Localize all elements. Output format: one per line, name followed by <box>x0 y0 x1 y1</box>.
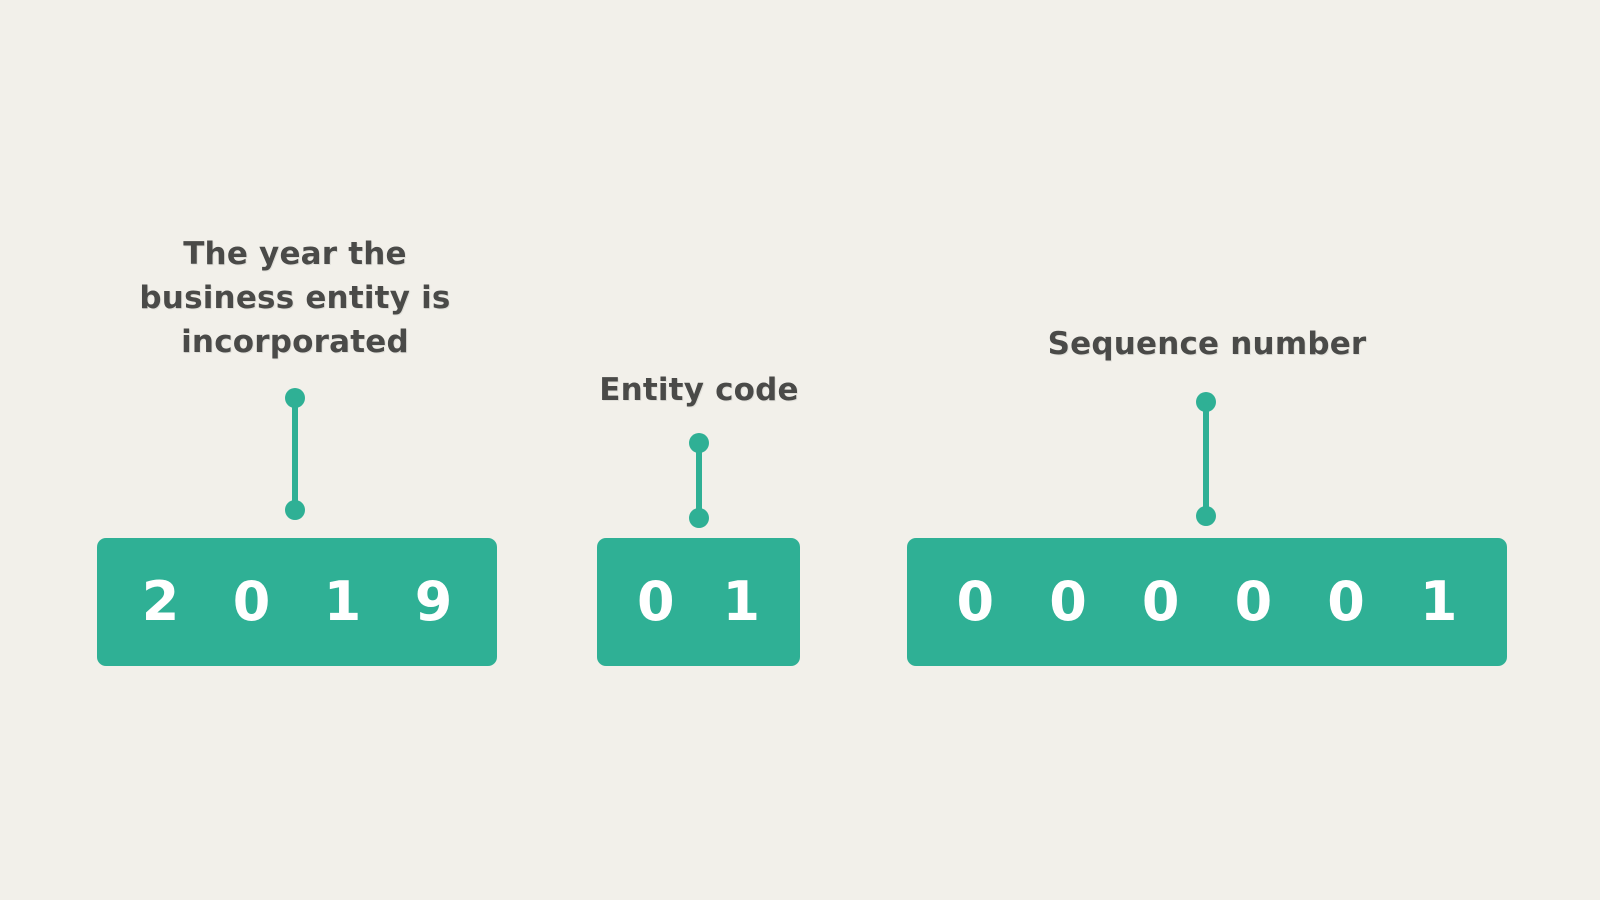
connector-line-entity-code <box>689 433 709 528</box>
digit-cell: 1 <box>323 570 362 633</box>
digit-cell: 0 <box>1049 570 1087 633</box>
digit-cell: 0 <box>1327 570 1365 633</box>
callout-label-year: The year the business entity is incorpor… <box>139 236 451 361</box>
connector-dot-bottom-year <box>285 500 305 520</box>
connector-stem-entity-code <box>696 443 702 518</box>
connector-line-sequence-number <box>1196 392 1216 526</box>
connector-line-year <box>285 388 305 520</box>
digit-cell: 1 <box>1419 570 1458 633</box>
digit-cell: 0 <box>636 570 675 633</box>
digit-cell: 2 <box>141 570 180 633</box>
digit-cell: 0 <box>232 570 271 633</box>
digit-cell: 0 <box>956 570 995 633</box>
digit-box-year: 2 0 1 9 <box>97 538 497 666</box>
digit-box-entity-code: 0 1 <box>597 538 800 666</box>
connector-stem-year <box>292 398 298 510</box>
connector-stem-sequence-number <box>1203 402 1209 516</box>
digit-cell: 9 <box>414 570 453 633</box>
digit-cell: 0 <box>1141 570 1180 633</box>
digit-box-sequence-number: 0 0 0 0 0 1 <box>907 538 1507 666</box>
connector-dot-bottom-entity-code <box>689 508 709 528</box>
digit-cell: 1 <box>722 570 761 633</box>
connector-dot-bottom-sequence-number <box>1196 506 1216 526</box>
callout-label-sequence-number: Sequence number <box>1047 326 1367 362</box>
callout-label-entity-code: Entity code <box>599 372 799 408</box>
digit-cell: 0 <box>1234 570 1273 633</box>
